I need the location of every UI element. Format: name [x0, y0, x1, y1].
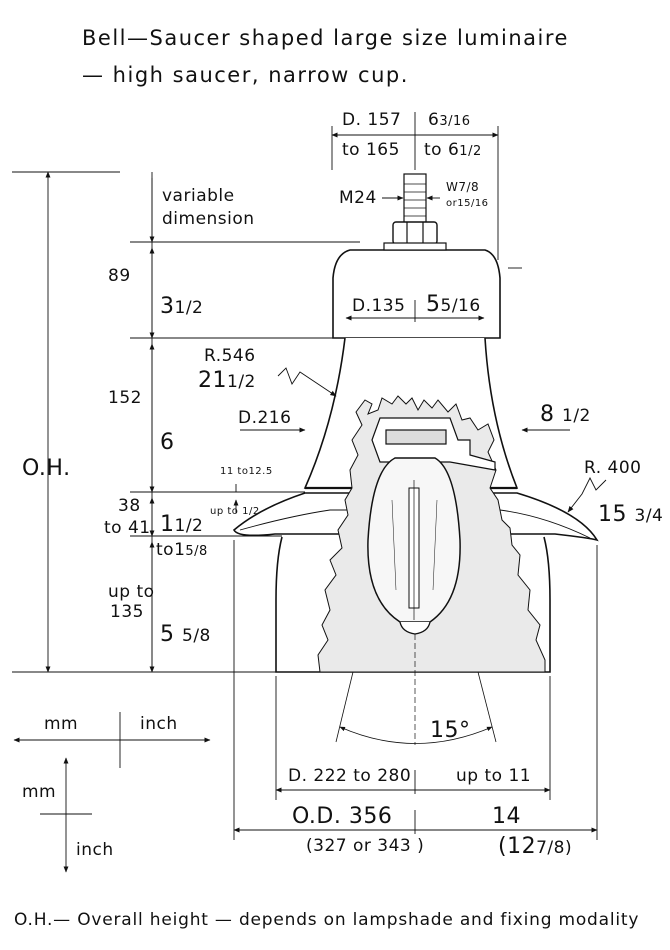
cup-height-mm: 135 — [110, 602, 144, 622]
hex-nut — [392, 221, 438, 245]
cup-height-inch: 5 5/8 — [160, 622, 211, 647]
legend-inch-horizontal: inch — [140, 714, 178, 734]
legend-mm-vertical: mm — [22, 782, 57, 802]
overall-diameter-inch: 14 — [492, 804, 521, 829]
beam-angle: 15° — [430, 718, 471, 743]
cap-diameter-inch: 55/16 — [426, 292, 481, 317]
threaded-stud — [403, 173, 427, 225]
neck-diameter-mm: D.216 — [238, 408, 292, 428]
bell-radius-mm: R.546 — [204, 346, 256, 366]
gap-inch: up to 1/2 — [210, 506, 260, 517]
overall-diameter-mm-alt: (327 or 343 ) — [306, 836, 425, 856]
saucer-height-mm: 38 — [118, 496, 141, 516]
overall-diameter-inch-alt: (127/8) — [498, 834, 573, 859]
top-diameter-mm: D. 157 — [342, 110, 402, 130]
wrench-alt-label: or15/16 — [446, 198, 489, 209]
dimension-label: dimension — [162, 209, 255, 229]
gap-mm: 11 to12.5 — [220, 466, 273, 477]
top-diameter-inch: 63/16 — [428, 110, 471, 130]
saucer-radius-inch: 15 3/4 — [598, 502, 664, 527]
bell-height-mm: 152 — [108, 388, 142, 408]
wrench-label: W7/8 — [446, 180, 480, 194]
overall-height-label: O.H. — [22, 456, 71, 481]
cup-diameter-mm: D. 222 to 280 — [288, 766, 412, 786]
top-diameter-mm-range: to 165 — [342, 140, 400, 160]
cup-diameter-inch: up to 11 — [456, 766, 532, 786]
neck-diameter-inch: 8 1/2 — [540, 402, 591, 427]
variable-label: variable — [162, 186, 235, 206]
title-line-2: — high saucer, narrow cup. — [82, 63, 409, 87]
footer-note: O.H.— Overall height — depends on lampsh… — [14, 910, 640, 930]
bell-radius-inch: 211/2 — [198, 368, 256, 393]
saucer-radius-mm: R. 400 — [584, 458, 642, 478]
legend-mm-horizontal: mm — [44, 714, 79, 734]
title-line-1: Bell—Saucer shaped large size luminaire — [82, 26, 569, 50]
saucer-height-inch: 11/2 — [160, 512, 204, 537]
cup-height-mm-prefix: up to — [108, 582, 155, 602]
top-diameter-inch-range: to 61/2 — [424, 140, 482, 160]
cap-height-inch: 31/2 — [160, 294, 204, 319]
saucer-height-mm-range: to 41 — [104, 518, 151, 538]
overall-diameter-mm: O.D. 356 — [292, 804, 393, 829]
bell-height-inch: 6 — [160, 430, 175, 455]
cap-diameter-mm: D.135 — [352, 296, 406, 316]
cap-height-mm: 89 — [108, 266, 131, 286]
thread-label: M24 — [339, 188, 377, 208]
legend-inch-vertical: inch — [76, 840, 114, 860]
saucer-height-inch-range: to15/8 — [156, 540, 208, 560]
